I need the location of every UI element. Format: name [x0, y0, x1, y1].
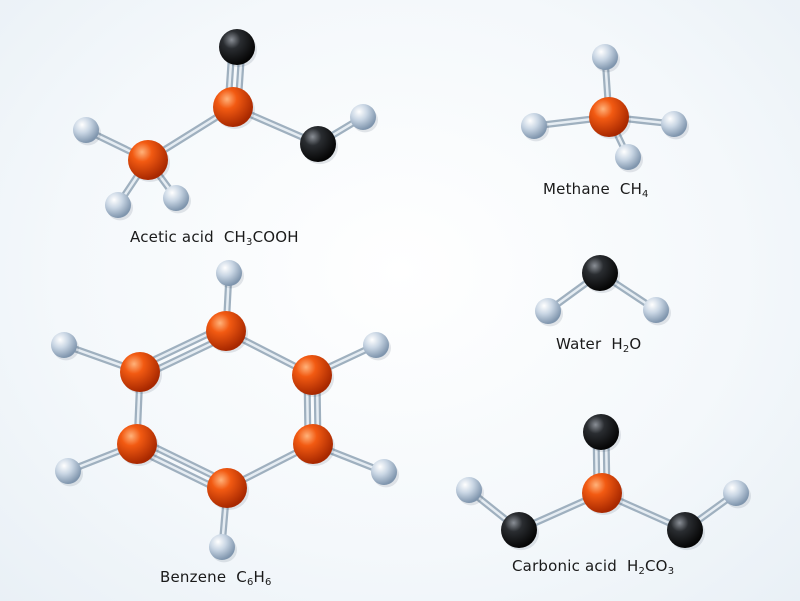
methane-carbon-atom [589, 97, 629, 137]
methane-hydrogen-atom [615, 144, 641, 170]
carbonic-oxygen-atom [501, 512, 537, 548]
acetic-carbon-atom [213, 87, 253, 127]
acetic-hydrogen-atom [163, 185, 189, 211]
benzene-hydrogen-atom [55, 458, 81, 484]
benzene-hydrogen-atom [216, 260, 242, 286]
benzene-hydrogen-atom [363, 332, 389, 358]
water-oxygen-atom [582, 255, 618, 291]
benzene-hydrogen-atom [51, 332, 77, 358]
acetic-hydrogen-atom [73, 117, 99, 143]
caption-acetic-acid: Acetic acid CH3COOH [130, 228, 299, 248]
acetic-oxygen-atom [300, 126, 336, 162]
carbonic-carbon-atom [582, 473, 622, 513]
benzene-carbon-atom [117, 424, 157, 464]
benzene-carbon-atom [120, 352, 160, 392]
benzene-carbon-atom [293, 424, 333, 464]
caption-benzene: Benzene C6H6 [160, 568, 272, 588]
caption-carbonic-acid: Carbonic acid H2CO3 [512, 557, 675, 577]
water-hydrogen-atom [535, 298, 561, 324]
acetic-carbon-atom [128, 140, 168, 180]
carbonic-oxygen-atom [583, 414, 619, 450]
acetic-hydrogen-atom [350, 104, 376, 130]
carbonic-hydrogen-atom [723, 480, 749, 506]
molecule-name: Carbonic acid [512, 557, 617, 575]
bonds-layer [60, 43, 740, 551]
benzene-carbon-atom [206, 311, 246, 351]
methane-hydrogen-atom [521, 113, 547, 139]
molecule-formula: C6H6 [236, 568, 272, 588]
molecule-name: Acetic acid [130, 228, 214, 246]
benzene-carbon-atom [207, 468, 247, 508]
molecule-name: Methane [543, 180, 610, 198]
molecule-formula: H2O [611, 335, 642, 355]
molecule-formula: CH4 [619, 180, 649, 200]
benzene-carbon-atom [292, 355, 332, 395]
acetic-hydrogen-atom [105, 192, 131, 218]
caption-water: Water H2O [556, 335, 642, 355]
carbonic-hydrogen-atom [456, 477, 482, 503]
atoms-layer [51, 29, 751, 563]
molecule-name: Water [556, 335, 602, 353]
molecule-formula: H2CO3 [626, 557, 675, 577]
molecule-name: Benzene [160, 568, 227, 586]
benzene-hydrogen-atom [371, 459, 397, 485]
molecule-formula: CH3COOH [223, 228, 299, 248]
carbonic-oxygen-atom [667, 512, 703, 548]
methane-hydrogen-atom [592, 44, 618, 70]
methane-hydrogen-atom [661, 111, 687, 137]
water-hydrogen-atom [643, 297, 669, 323]
caption-methane: Methane CH4 [543, 180, 649, 200]
acetic-oxygen-atom [219, 29, 255, 65]
benzene-hydrogen-atom [209, 534, 235, 560]
